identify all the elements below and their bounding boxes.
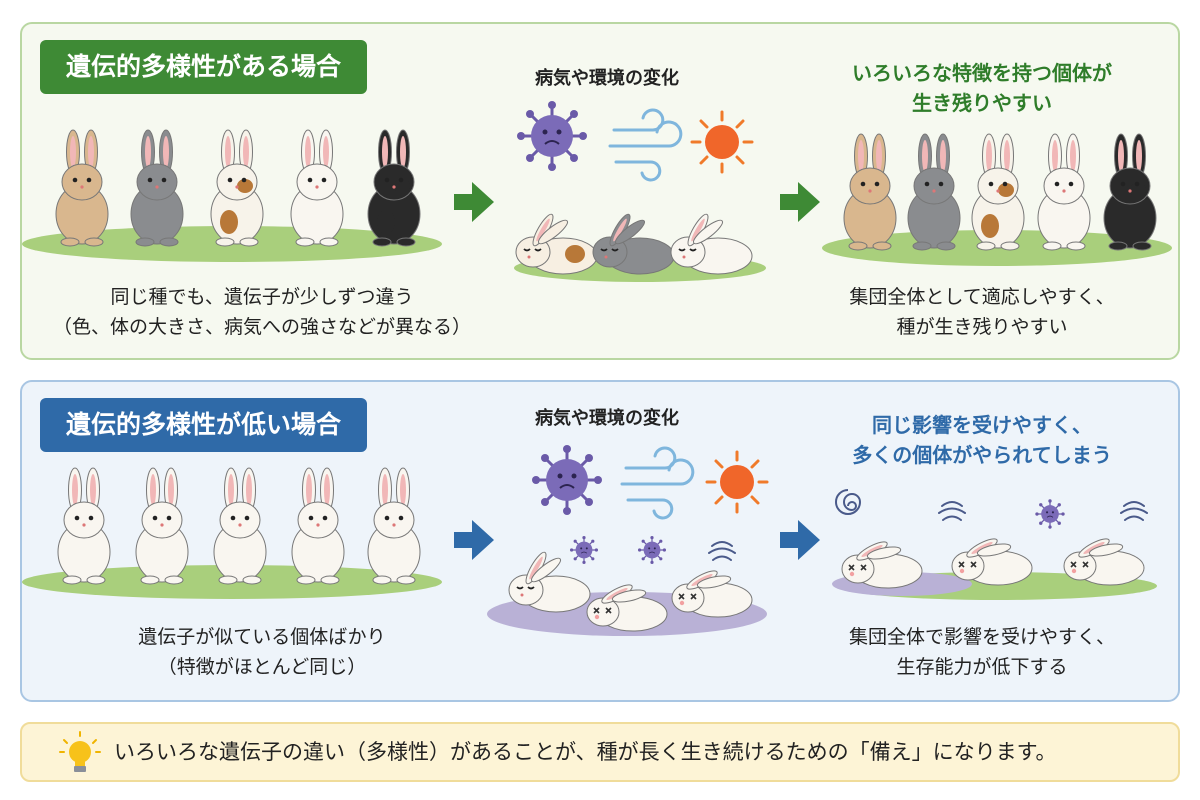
tip-text: いろいろな遺伝子の違い（多様性）があることが、種が長く生き続けるための「備え」に… <box>114 740 1057 764</box>
virus-icon <box>569 535 599 565</box>
rabbit-down-1 <box>841 537 923 589</box>
rabbit-calico-lying <box>515 211 598 275</box>
high-diversity-title: 遺伝的多様性がある場合 <box>40 40 368 94</box>
virus-icon <box>1034 498 1066 530</box>
rabbit-white-3 <box>213 467 267 585</box>
high-right-caption: 集団全体として適応しやすく、 種が生き残りやすい <box>849 286 1115 338</box>
dizzy-waves-icon <box>708 541 736 561</box>
dizzy-waves-icon <box>1120 501 1148 521</box>
dizzy-swirl-icon <box>835 489 861 515</box>
sun-icon <box>690 110 754 174</box>
arrow-right-icon <box>780 520 820 560</box>
rabbit-white-lying <box>670 211 753 275</box>
rabbit-down-3 <box>1063 534 1145 586</box>
rabbit-white-2 <box>135 467 189 585</box>
rabbit-sick-3 <box>671 566 753 618</box>
rabbit-sick-1 <box>508 549 591 613</box>
rabbit-gray <box>130 129 184 247</box>
arrow-right-icon <box>780 182 820 222</box>
rabbit-calico-survivor <box>971 133 1025 251</box>
low-diversity-panel: 遺伝的多様性が低い場合 病気や環境の変化 同じ影響を受けやすく、 多くの個体がや… <box>20 380 1180 702</box>
rabbit-white-4 <box>291 467 345 585</box>
high-result-heading: いろいろな特徴を持つ個体が 生き残りやすい <box>852 61 1112 115</box>
sun-icon <box>705 450 769 514</box>
rabbit-black-survivor <box>1103 133 1157 251</box>
rabbit-white-1 <box>57 467 111 585</box>
dizzy-waves-icon <box>938 501 966 521</box>
low-change-label: 病気や環境の変化 <box>535 408 679 429</box>
wind-icon <box>608 108 683 182</box>
rabbit-white-survivor <box>1037 133 1091 251</box>
rabbit-tan <box>55 129 109 247</box>
rabbit-gray-lying <box>592 211 675 275</box>
arrow-right-icon <box>454 520 494 560</box>
low-left-caption: 遺伝子が似ている個体ばかり （特徴がほとんど同じ） <box>138 626 386 678</box>
rabbit-white <box>290 129 344 247</box>
rabbit-down-2 <box>951 534 1033 586</box>
low-diversity-title: 遺伝的多様性が低い場合 <box>40 398 368 452</box>
rabbit-calico <box>210 129 264 247</box>
rabbit-tan-survivor <box>843 133 897 251</box>
virus-icon <box>530 443 604 517</box>
high-left-caption: 同じ種でも、遺伝子が少しずつ違う （色、体の大きさ、病気への強さなどが異なる） <box>52 286 471 338</box>
low-diversity-illustration <box>22 443 1157 636</box>
rabbit-gray-survivor <box>907 133 961 251</box>
tip-banner: いろいろな遺伝子の違い（多様性）があることが、種が長く生き続けるための「備え」に… <box>20 722 1180 782</box>
virus-icon <box>515 99 589 173</box>
virus-icon <box>637 535 667 565</box>
lightbulb-icon <box>59 731 101 772</box>
rabbit-sick-2 <box>586 580 668 632</box>
arrow-right-icon <box>454 182 494 222</box>
rabbit-white-5 <box>367 467 421 585</box>
low-right-caption: 集団全体で影響を受けやすく、 生存能力が低下する <box>848 626 1115 678</box>
wind-icon <box>620 446 695 520</box>
high-change-label: 病気や環境の変化 <box>535 68 679 89</box>
low-result-heading: 同じ影響を受けやすく、 多くの個体がやられてしまう <box>852 413 1112 467</box>
high-diversity-illustration <box>22 99 1172 282</box>
high-diversity-panel: 遺伝的多様性がある場合 病気や環境の変化 いろいろな特徴を持つ個体が 生き残りや… <box>20 22 1180 360</box>
rabbit-black <box>367 129 421 247</box>
